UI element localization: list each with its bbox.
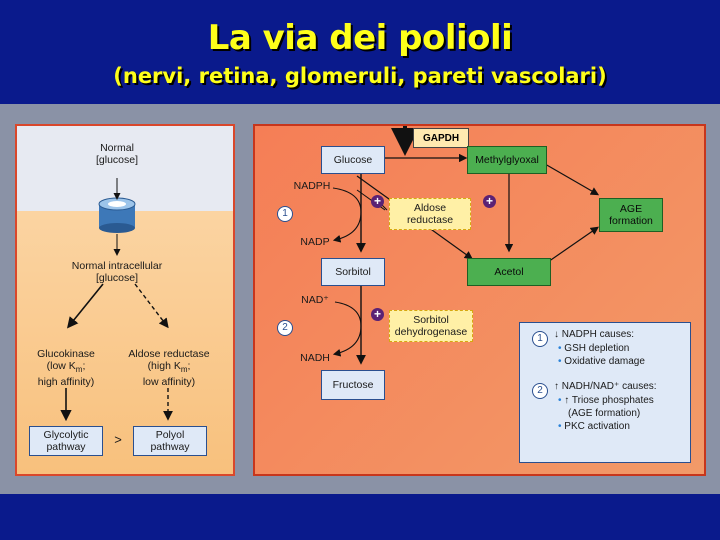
effects-legend: 1 ↓ NADPH causes: • GSH depletion • Oxid… [519,322,691,463]
step-1-badge: 1 [277,206,293,222]
sorbitol-dh-plus-icon: + [371,308,384,321]
bottom-bar [0,494,720,540]
legend-step-2-badge: 2 [532,383,548,399]
intracellular-glucose-label: Normal intracellular[glucose] [71,260,163,284]
slide-subtitle: (nervi, retina, glomeruli, pareti vascol… [113,64,607,88]
acetol-box: Acetol [467,258,551,286]
legend-item: • ↑ Triose phosphates [558,395,654,406]
gapdh-inhibition-label: GAPDH [413,128,469,148]
legend-item: • PKC activation [558,421,630,432]
glucokinase-label: Glucokinase (low Km; high affinity) [37,348,95,389]
greater-than-symbol: > [114,432,122,447]
nad-plus-label: NAD⁺ [301,294,329,306]
aldose-reductase-label: Aldose reductase (high Km; low affinity) [128,348,210,389]
fructose-box: Fructose [321,370,385,400]
left-panel-arrows [60,178,173,422]
legend-step-1-badge: 1 [532,331,548,347]
membrane-transporter-icon [98,197,136,233]
step-2-badge: 2 [277,320,293,336]
legend-item-sub: (AGE formation) [568,408,641,419]
legend-nadh-head: ↑ NADH/NAD⁺ causes: [554,381,657,392]
nadp-label: NADP [300,236,330,248]
aldose-plus-icon: + [371,195,384,208]
figure-area: Normal[glucose] Normal intracellular[glu… [0,104,720,494]
nadph-label: NADPH [293,180,331,192]
slide-title: La via dei polioli [207,18,513,58]
legend-nadph-head: ↓ NADPH causes: [554,329,635,340]
legend-item: • Oxidative damage [558,356,645,367]
left-panel-glucose-uptake: Normal[glucose] Normal intracellular[glu… [15,124,235,476]
methylglyoxal-plus-icon: + [483,195,496,208]
normal-glucose-label: Normal[glucose] [95,142,139,166]
sorbitol-box: Sorbitol [321,258,385,286]
methylglyoxal-box: Methylglyoxal [467,146,547,174]
nadh-label: NADH [300,352,330,364]
legend-item: • GSH depletion [558,343,630,354]
glucose-box: Glucose [321,146,385,174]
